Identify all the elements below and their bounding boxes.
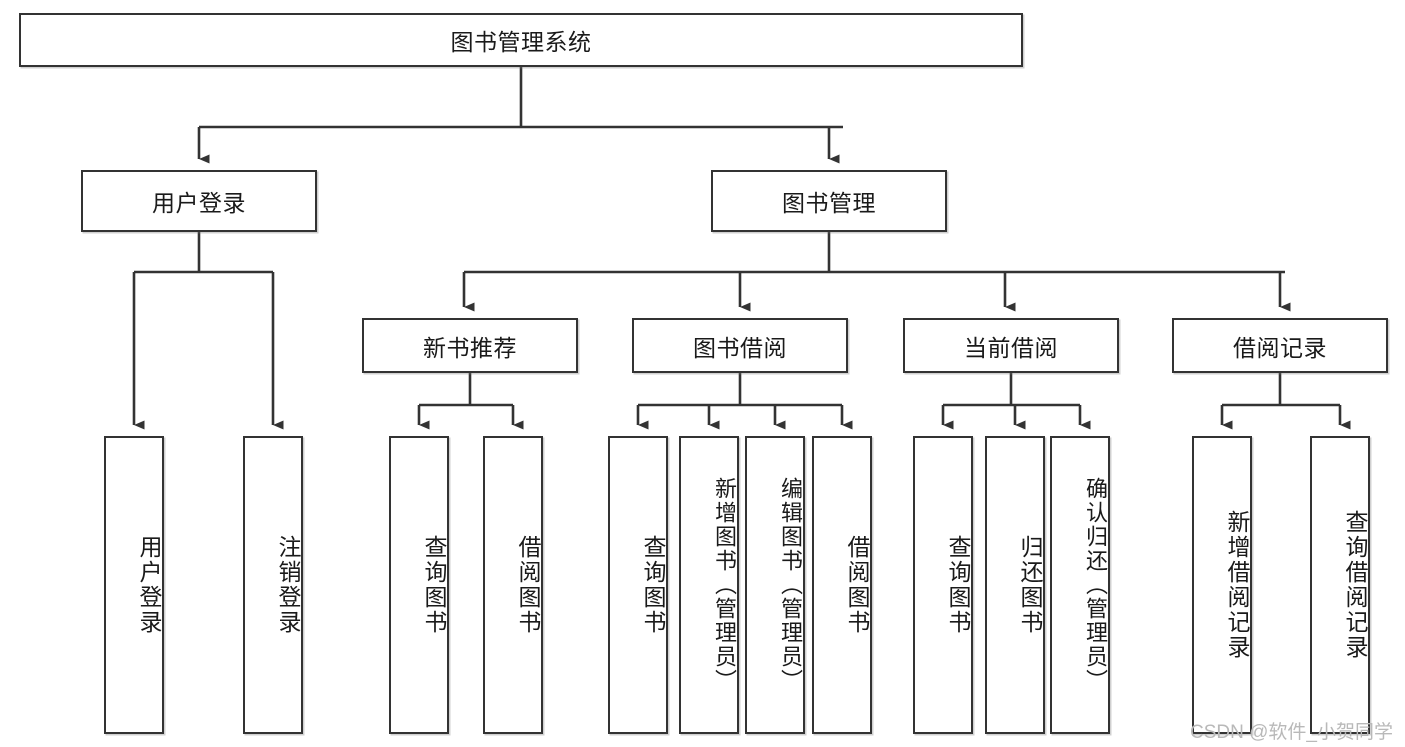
node-book-borrow[interactable]: 图书借阅 xyxy=(632,318,848,373)
node-leaf-query-book-2-label: 查询图书 xyxy=(640,535,666,635)
node-leaf-return-book[interactable]: 归还图书 xyxy=(985,436,1045,734)
node-leaf-return-book-label: 归还图书 xyxy=(1017,535,1043,635)
node-leaf-add-record[interactable]: 新增借阅记录 xyxy=(1192,436,1252,734)
node-leaf-query-record-label: 查询借阅记录 xyxy=(1342,510,1368,660)
node-borrow-record[interactable]: 借阅记录 xyxy=(1172,318,1388,373)
node-leaf-add-book-label: 新增图书（管理员） xyxy=(712,477,737,693)
node-leaf-borrow-book-2[interactable]: 借阅图书 xyxy=(812,436,872,734)
node-leaf-query-book-1[interactable]: 查询图书 xyxy=(389,436,449,734)
node-leaf-query-book-2[interactable]: 查询图书 xyxy=(608,436,668,734)
node-leaf-borrow-book-1[interactable]: 借阅图书 xyxy=(483,436,543,734)
node-leaf-query-book-3-label: 查询图书 xyxy=(945,535,971,635)
node-book-manage[interactable]: 图书管理 xyxy=(711,170,947,232)
node-new-book-recommend[interactable]: 新书推荐 xyxy=(362,318,578,373)
node-leaf-user-login[interactable]: 用户登录 xyxy=(104,436,164,734)
node-user-login[interactable]: 用户登录 xyxy=(81,170,317,232)
node-leaf-add-book[interactable]: 新增图书（管理员） xyxy=(679,436,739,734)
node-current-borrow-label: 当前借阅 xyxy=(964,334,1058,361)
node-leaf-edit-book-label: 编辑图书（管理员） xyxy=(778,477,803,693)
node-leaf-user-logout[interactable]: 注销登录 xyxy=(243,436,303,734)
node-leaf-query-record[interactable]: 查询借阅记录 xyxy=(1310,436,1370,734)
node-leaf-confirm-return[interactable]: 确认归还（管理员） xyxy=(1050,436,1110,734)
node-current-borrow[interactable]: 当前借阅 xyxy=(903,318,1119,373)
node-leaf-user-logout-label: 注销登录 xyxy=(275,535,301,635)
node-new-book-recommend-label: 新书推荐 xyxy=(423,334,517,361)
node-leaf-query-book-1-label: 查询图书 xyxy=(421,535,447,635)
node-leaf-user-login-label: 用户登录 xyxy=(136,535,162,635)
node-root[interactable]: 图书管理系统 xyxy=(19,13,1023,67)
watermark: CSDN @软件_小贺同学 xyxy=(1190,722,1393,743)
node-leaf-confirm-return-label: 确认归还（管理员） xyxy=(1083,477,1108,693)
node-leaf-borrow-book-2-label: 借阅图书 xyxy=(844,535,870,635)
node-book-manage-label: 图书管理 xyxy=(782,190,876,216)
node-leaf-query-book-3[interactable]: 查询图书 xyxy=(913,436,973,734)
node-root-label: 图书管理系统 xyxy=(450,29,592,55)
node-leaf-add-record-label: 新增借阅记录 xyxy=(1224,510,1250,660)
node-leaf-edit-book[interactable]: 编辑图书（管理员） xyxy=(745,436,805,734)
node-user-login-label: 用户登录 xyxy=(152,190,246,216)
node-book-borrow-label: 图书借阅 xyxy=(693,334,787,361)
node-leaf-borrow-book-1-label: 借阅图书 xyxy=(515,535,541,635)
node-borrow-record-label: 借阅记录 xyxy=(1233,334,1327,361)
